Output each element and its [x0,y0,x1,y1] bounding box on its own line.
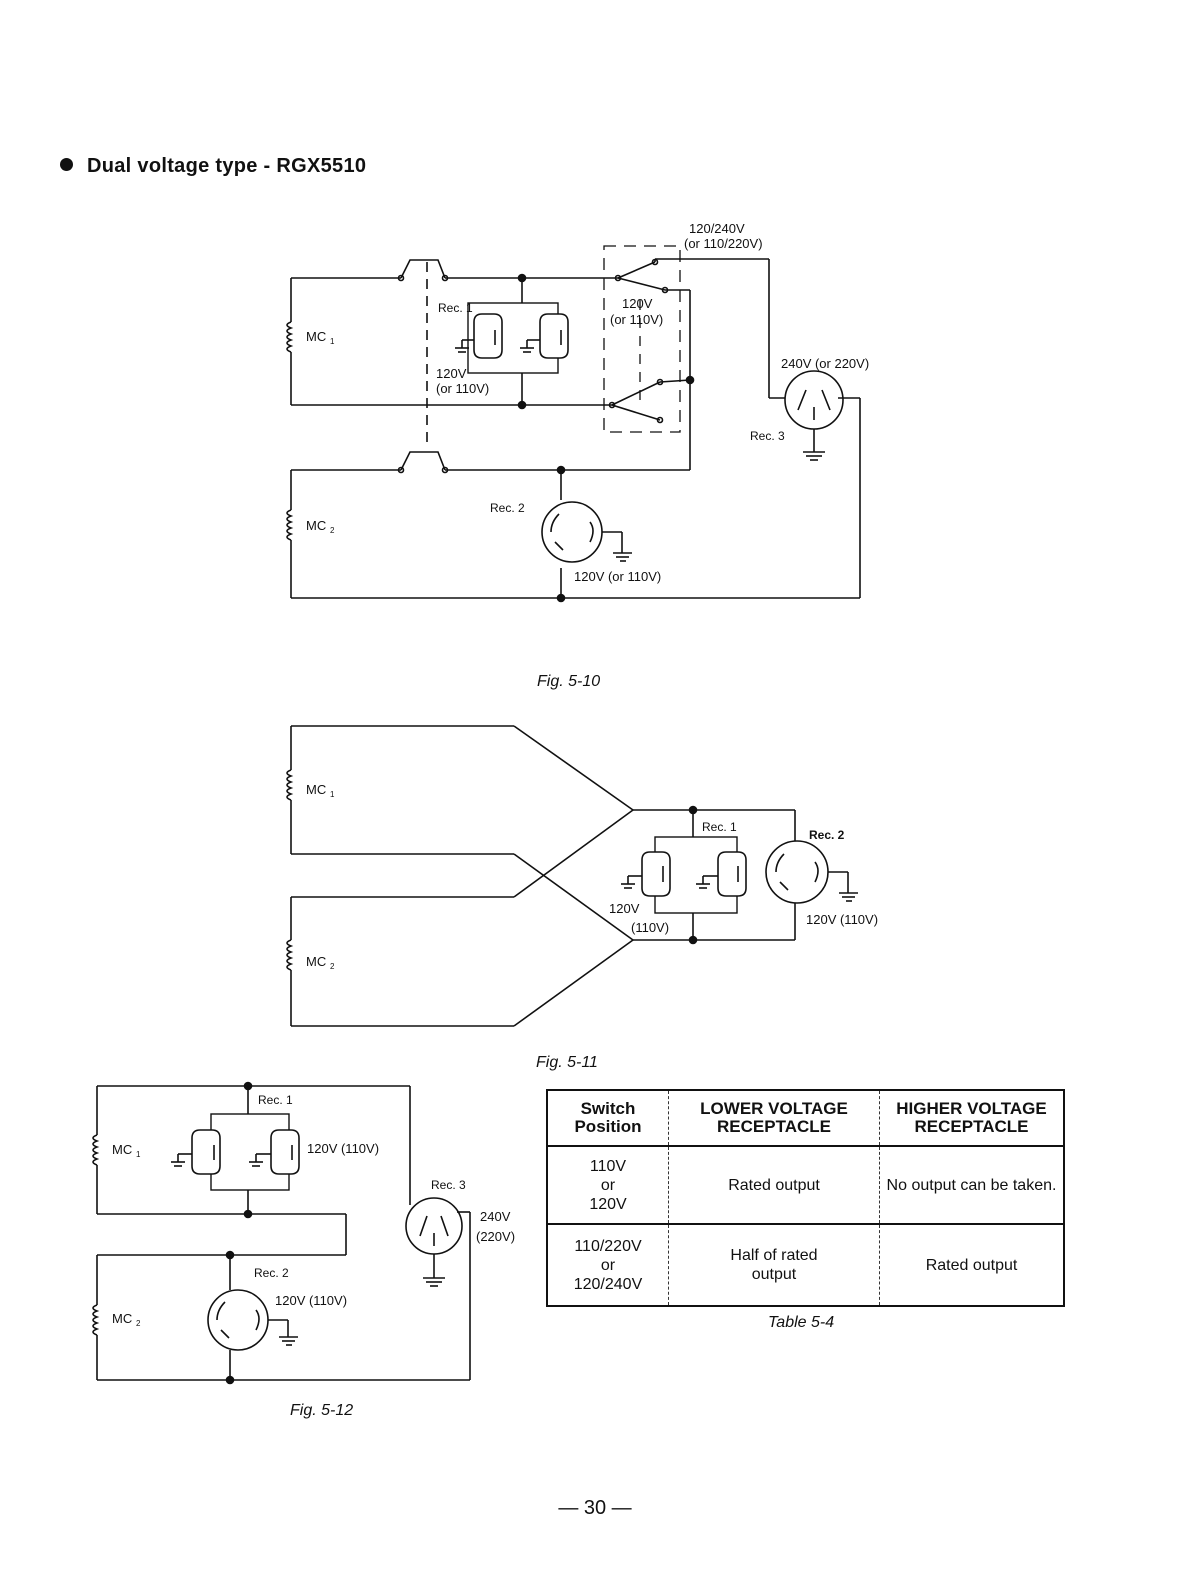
voltage-table: Switch Position LOWER VOLTAGE RECEPTACLE… [546,1089,1065,1307]
svg-text:2: 2 [330,962,335,971]
fig10-switch-voltage-alt: (or 110/220V) [684,236,763,251]
fig12-rec2-voltage: 120V (110V) [275,1293,347,1308]
table-header-cell: LOWER VOLTAGE RECEPTACLE [668,1090,880,1146]
fig11-rec2-outlet [765,840,858,904]
bullet-icon [60,158,73,171]
fig11-caption: Fig. 5-11 [536,1054,598,1071]
fig11-rec1-outlet-left [621,851,671,897]
fig10-rec3-label: Rec. 3 [750,429,785,443]
fig10-rec1-label: Rec. 1 [438,301,473,315]
fig12-mc1-label: MC [112,1142,132,1157]
fig11-rec2-label: Rec. 2 [809,828,845,842]
fig12-rec3-voltage: 240V [480,1209,511,1224]
table-cell: Rated output [668,1145,880,1224]
fig11-rec1-outlet-right [696,851,747,897]
fig11-rec1-voltage: 120V [609,901,640,916]
fig10-rec2-voltage: 120V (or 110V) [574,569,661,584]
fig12-rec1-label: Rec. 1 [258,1093,293,1107]
table-row: 110/220V or 120/240V Half of rated outpu… [547,1223,1064,1306]
svg-text:1: 1 [330,790,335,799]
fig12-caption: Fig. 5-12 [290,1402,354,1419]
svg-text:1: 1 [330,337,335,346]
figure-5-10-diagram: MC 1 MC 2 Rec. 1 120V (or 110V) 120/240V… [286,221,869,603]
fig10-mc2-label: MC [306,518,326,533]
fig10-rec1-voltage: 120V [436,366,467,381]
fig12-rec1-outlet-left [171,1129,221,1175]
fig11-mc1-label: MC [306,782,326,797]
section-heading-text: Dual voltage type - RGX5510 [87,155,367,177]
rec3-outlet [784,370,844,461]
table-header-cell: HIGHER VOLTAGE RECEPTACLE [896,1099,1047,1136]
fig12-mc2-coil [92,1255,100,1380]
svg-text:2: 2 [136,1319,141,1328]
rec1-outlet-left [455,313,503,359]
fig12-mc2-label: MC [112,1311,132,1326]
page-number: — 30 — [558,1497,632,1519]
section-heading: Dual voltage type - RGX5510 [60,155,366,178]
fig12-rec1-voltage: 120V (110V) [307,1141,379,1156]
table-caption: Table 5-4 [768,1314,835,1331]
svg-text:2: 2 [330,526,335,535]
fig11-mc1-coil [286,726,294,854]
fig12-rec1-outlet-right [249,1129,300,1175]
fig10-switch-voltage: 120/240V [689,221,745,236]
table-cell: 110/220V or 120/240V [547,1223,669,1306]
table-cell: No output can be taken. [879,1145,1064,1224]
figure-5-12-diagram: MC 1 MC 2 Rec. 1 120V (110V) Rec. 3 240V… [92,1081,515,1385]
fig11-rec1-voltage-alt: (110V) [631,920,669,935]
fig11-rec2-voltage: 120V (110V) [806,912,878,927]
table-cell: 110V or 120V [547,1145,669,1224]
rec1-outlet-right [520,313,569,359]
figure-5-11-diagram: MC 1 MC 2 Rec. 1 Rec. 2 120V (110V) 120V… [286,725,878,1027]
fig11-mc2-label: MC [306,954,326,969]
fig12-rec3-label: Rec. 3 [431,1178,466,1192]
svg-text:1: 1 [136,1150,141,1159]
fig10-mc1-label: MC [306,329,326,344]
fig12-rec3-outlet [405,1197,463,1287]
fig10-caption: Fig. 5-10 [537,673,601,690]
fig12-rec3-voltage-alt: (220V) [476,1229,515,1244]
rec2-outlet [541,501,632,563]
fig12-rec2-outlet [207,1289,298,1351]
table-cell: Half of rated output [668,1223,880,1306]
table-cell: Rated output [879,1223,1064,1306]
fig10-rec3-voltage: 240V (or 220V) [781,356,869,371]
fig11-rec1-label: Rec. 1 [702,820,737,834]
mc2-coil [286,470,294,598]
fig12-rec2-label: Rec. 2 [254,1266,289,1280]
table-header-row: Switch Position LOWER VOLTAGE RECEPTACLE… [547,1090,1064,1146]
table-row: 110V or 120V Rated output No output can … [547,1145,1064,1224]
fig10-switch-mid-voltage: 120V [622,296,653,311]
table-header-cell: Switch Position [547,1090,669,1146]
fig12-mc1-coil [92,1086,100,1214]
fig10-switch-mid-voltage-alt: (or 110V) [610,312,663,327]
fig11-mc2-coil [286,897,294,1026]
fig10-rec1-voltage-alt: (or 110V) [436,381,489,396]
fig10-rec2-label: Rec. 2 [490,501,525,515]
mc1-coil [286,278,294,405]
